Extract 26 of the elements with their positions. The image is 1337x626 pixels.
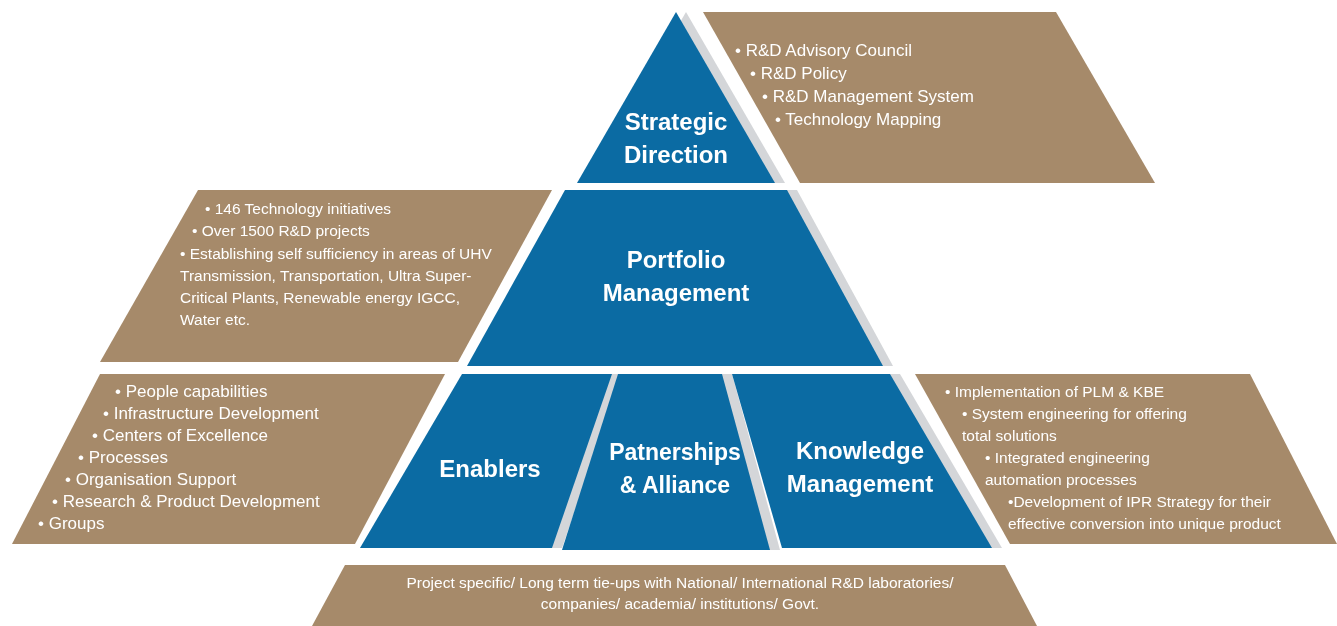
info-panel [312, 565, 1037, 626]
bullet-item: •Development of IPR Strategy for their effective conversion into unique product [1008, 492, 1282, 534]
bullet-item: • R&D Management System [762, 86, 974, 108]
bullet-item: • Over 1500 R&D projects [192, 221, 370, 241]
bullet-item: • Processes [78, 447, 169, 469]
bullet-item: • System engineering for offering total solutions [962, 404, 1188, 446]
panel-text: Project specific/ Long term tie-ups with National/ International R&D laboratories/ companies/ academia/ institutions/ Govt. [405, 573, 955, 614]
bullet-item: • Centers of Excellence [92, 425, 269, 447]
segment-title: Patnerships & Alliance [608, 438, 742, 500]
segment-title: Knowledge Management [785, 436, 935, 499]
bullet-item: • Technology Mapping [775, 109, 942, 131]
bullet-item: • Establishing self sufficiency in areas of UHV Transmission, Transportation, Ultra Super-Critical Plants, Renewable energy IGCC, Water etc. [180, 244, 493, 330]
bullet-item: • Groups [38, 513, 105, 535]
segment-title: Portfolio Management [601, 245, 751, 308]
info-panel [100, 190, 552, 362]
bullet-item: • Integrated engineering automation processes [985, 448, 1151, 490]
bullet-item: • Infrastructure Development [103, 403, 319, 425]
bullet-item: • 146 Technology initiatives [205, 199, 392, 219]
bullet-item: • R&D Policy [750, 63, 847, 85]
bullet-item: • Implementation of PLM & KBE [945, 382, 1165, 402]
bullet-item: • People capabilities [115, 381, 268, 403]
bullet-item: • Organisation Support [65, 469, 237, 491]
bullet-item: • Research & Product Development [52, 491, 320, 513]
segment-title: Strategic Direction [623, 107, 729, 170]
bullet-item: • R&D Advisory Council [735, 40, 912, 62]
segment-title: Enablers [438, 454, 542, 484]
